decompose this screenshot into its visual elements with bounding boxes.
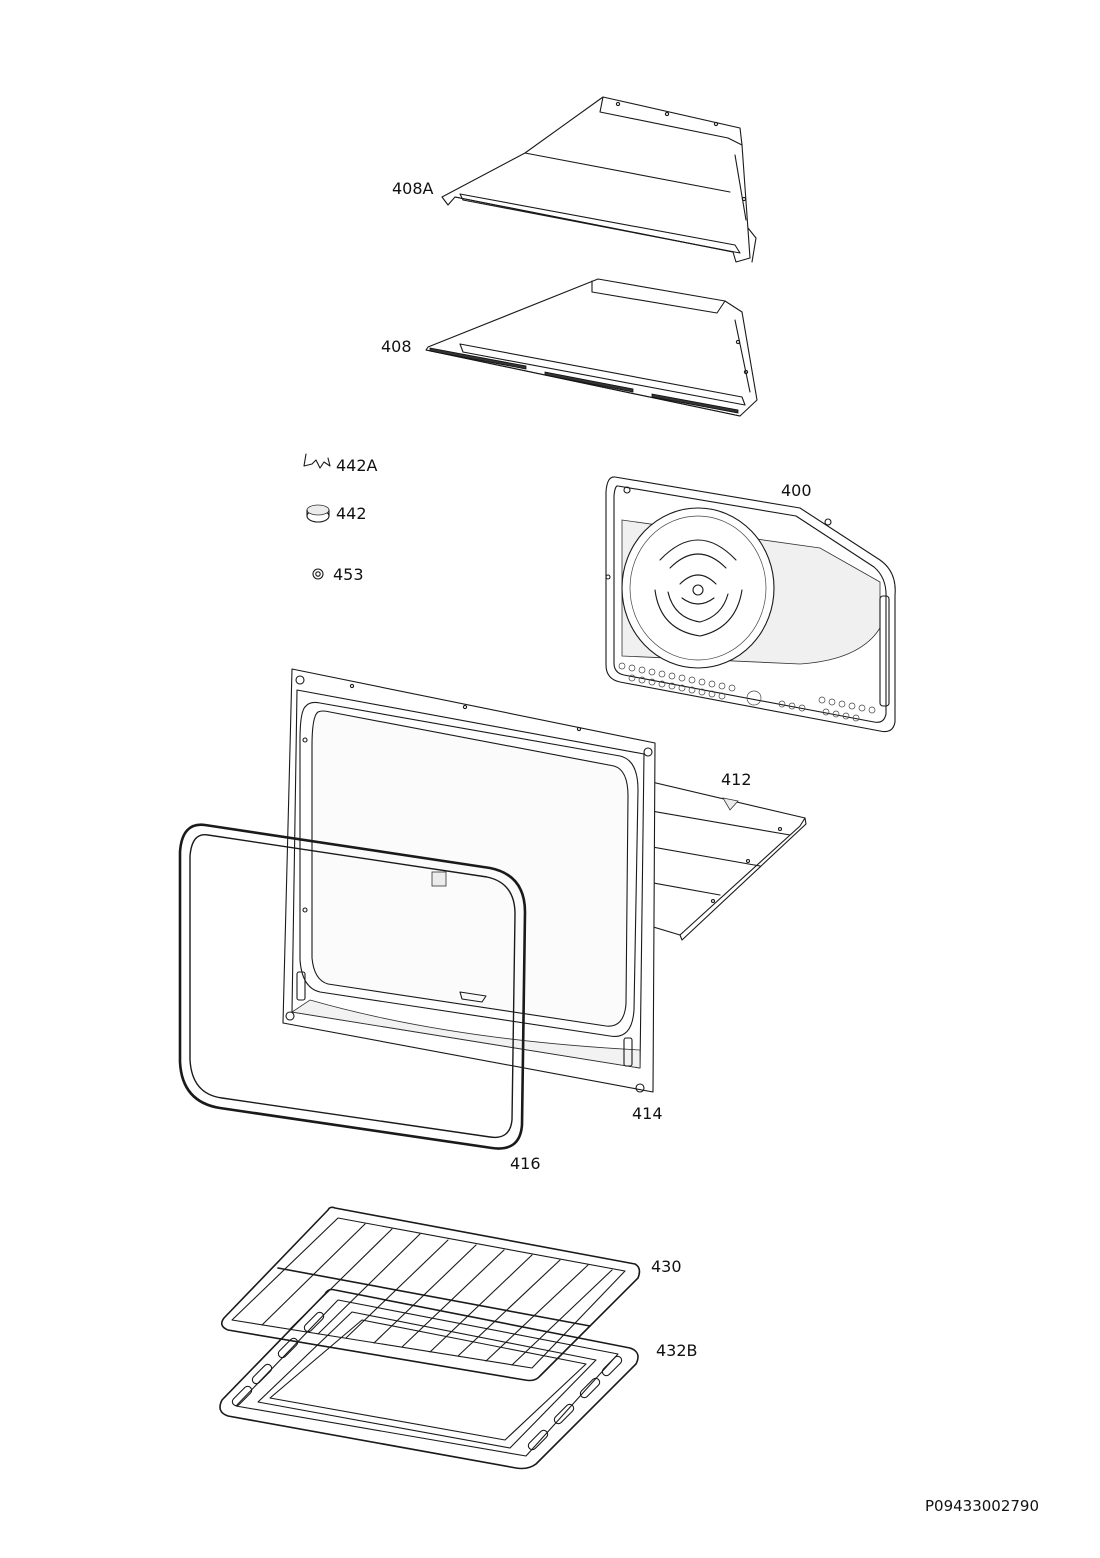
drawing-reference-number: P09433002790 [925, 1497, 1040, 1515]
part-414-front-frame [282, 668, 656, 1093]
label-408a: 408A [392, 179, 434, 198]
label-442: 442 [336, 504, 367, 523]
part-432b-baking-tray [219, 1288, 639, 1470]
label-416: 416 [510, 1154, 541, 1173]
part-400-back-panel [605, 476, 896, 733]
shelf-wires [261, 1223, 613, 1366]
label-430: 430 [651, 1257, 682, 1276]
label-408: 408 [381, 337, 412, 356]
label-412: 412 [721, 770, 752, 789]
tray-handle-slots [231, 1311, 623, 1451]
part-442a-clip-icon [303, 453, 331, 469]
part-430-wire-shelf [220, 1206, 641, 1382]
part-453-nut-icon [312, 568, 324, 580]
vent-holes [618, 662, 876, 722]
label-442a: 442A [336, 456, 378, 475]
part-408-cover [425, 278, 758, 417]
part-416-door-seal [178, 823, 527, 1150]
label-400: 400 [781, 481, 812, 500]
part-442-filter-icon [306, 504, 330, 523]
label-414: 414 [632, 1104, 663, 1123]
label-432b: 432B [656, 1341, 698, 1360]
fan-grille [654, 539, 743, 637]
part-408a-top-cover [441, 96, 757, 263]
label-453: 453 [333, 565, 364, 584]
